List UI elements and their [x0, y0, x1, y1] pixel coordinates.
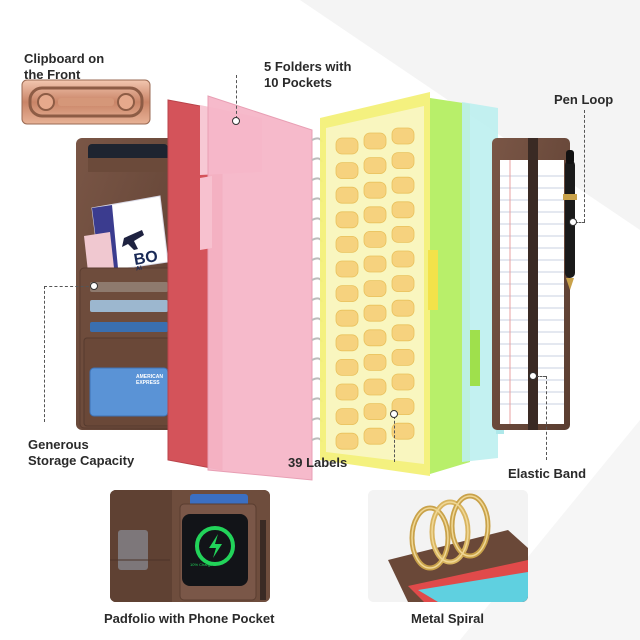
pen-loop-dot — [569, 218, 577, 226]
label-slot — [335, 383, 359, 401]
phone-pocket-art — [110, 490, 270, 602]
label-slot — [363, 206, 387, 224]
elastic-leader-h — [536, 376, 546, 377]
label-slot — [335, 235, 359, 253]
phone-pocket-photo — [110, 490, 270, 602]
label-slot — [391, 201, 415, 219]
label-slot — [391, 152, 415, 170]
label-slot — [363, 304, 387, 322]
label-slot — [363, 378, 387, 396]
label-slot — [335, 211, 359, 229]
label-slot — [335, 260, 359, 278]
label-slot — [335, 358, 359, 376]
metal-spiral-photo — [368, 490, 528, 602]
label-slot — [391, 348, 415, 366]
folders-label: 5 Folders with 10 Pockets — [264, 59, 352, 90]
elastic-label: Elastic Band — [508, 466, 587, 481]
label-slot — [391, 250, 415, 268]
label-slot — [335, 162, 359, 180]
label-slot — [363, 132, 387, 150]
pen-loop-leader — [584, 110, 585, 222]
clipboard-label: Clipboard on the Front — [24, 51, 105, 82]
label-slot — [335, 285, 359, 303]
label-slot — [363, 403, 387, 421]
label-slot — [391, 225, 415, 243]
label-slot — [335, 186, 359, 204]
label-slot — [363, 230, 387, 248]
storage-leader-h — [44, 286, 94, 287]
label-slot — [363, 280, 387, 298]
label-slot — [391, 299, 415, 317]
folders-dot — [232, 117, 240, 125]
label-slot — [363, 255, 387, 273]
label-slot — [391, 324, 415, 342]
pen-loop-label: Pen Loop — [554, 92, 614, 107]
elastic-dot — [529, 372, 537, 380]
label-slot — [363, 329, 387, 347]
pen-loop-leader-h — [575, 222, 585, 223]
label-slot — [391, 275, 415, 293]
metal-spiral-art — [368, 490, 528, 602]
label-slot — [391, 127, 415, 145]
elastic-leader-v — [546, 376, 547, 460]
label-slot — [335, 334, 359, 352]
boarding-pass-subtext: AI — [135, 265, 143, 273]
label-slot — [391, 398, 415, 416]
label-slot — [363, 427, 387, 445]
labels-dot — [390, 410, 398, 418]
label-slot — [363, 353, 387, 371]
phone-pocket-label: Padfolio with Phone Pocket — [104, 611, 275, 626]
label-slot — [335, 432, 359, 450]
label-slot — [335, 408, 359, 426]
spiral-label: Metal Spiral — [411, 611, 484, 626]
label-slot — [363, 181, 387, 199]
label-slot — [335, 137, 359, 155]
label-slot — [335, 309, 359, 327]
clipboard-clip — [21, 79, 151, 125]
storage-dot — [90, 282, 98, 290]
storage-leader-v — [44, 286, 45, 422]
labels-leader — [394, 416, 395, 462]
label-slot — [363, 157, 387, 175]
boarding-pass — [84, 195, 169, 273]
folders-leader — [236, 75, 237, 119]
labels-label: 39 Labels — [288, 455, 348, 470]
storage-label: Generous Storage Capacity — [28, 437, 135, 468]
credit-card-text: AMERICAN EXPRESS — [136, 374, 163, 386]
label-slot — [391, 422, 415, 440]
charger-text: 10% Charged — [190, 562, 215, 567]
label-slot — [391, 176, 415, 194]
label-slot — [391, 373, 415, 391]
